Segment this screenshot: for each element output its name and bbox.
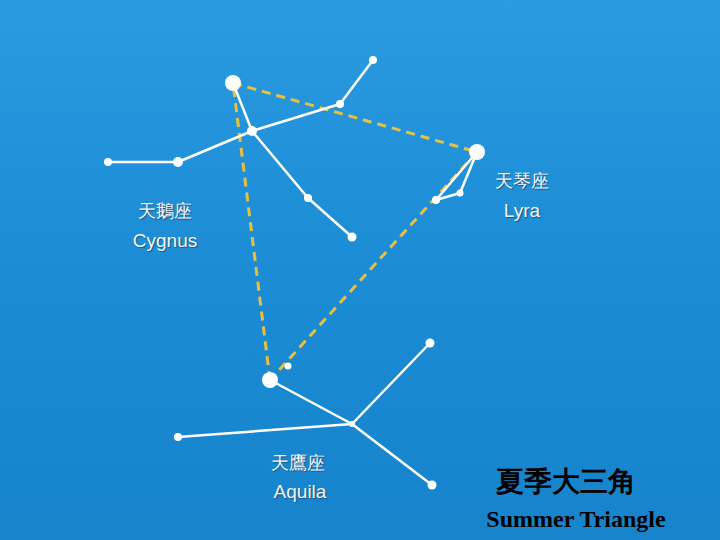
constellation-name: 天鵝座 (138, 199, 192, 223)
summer-triangle (233, 83, 477, 380)
constellation-name: Lyra (504, 200, 540, 222)
constellation-name: 天琴座 (495, 169, 549, 193)
stars (104, 56, 485, 490)
title-text: 夏季大三角 (496, 463, 636, 501)
title-text: Summer Triangle (486, 506, 665, 533)
constellation-name: Cygnus (133, 230, 197, 252)
constellation-name: 天鷹座 (271, 451, 325, 475)
constellation-name: Aquila (274, 481, 327, 503)
constellation-lines (108, 60, 477, 485)
